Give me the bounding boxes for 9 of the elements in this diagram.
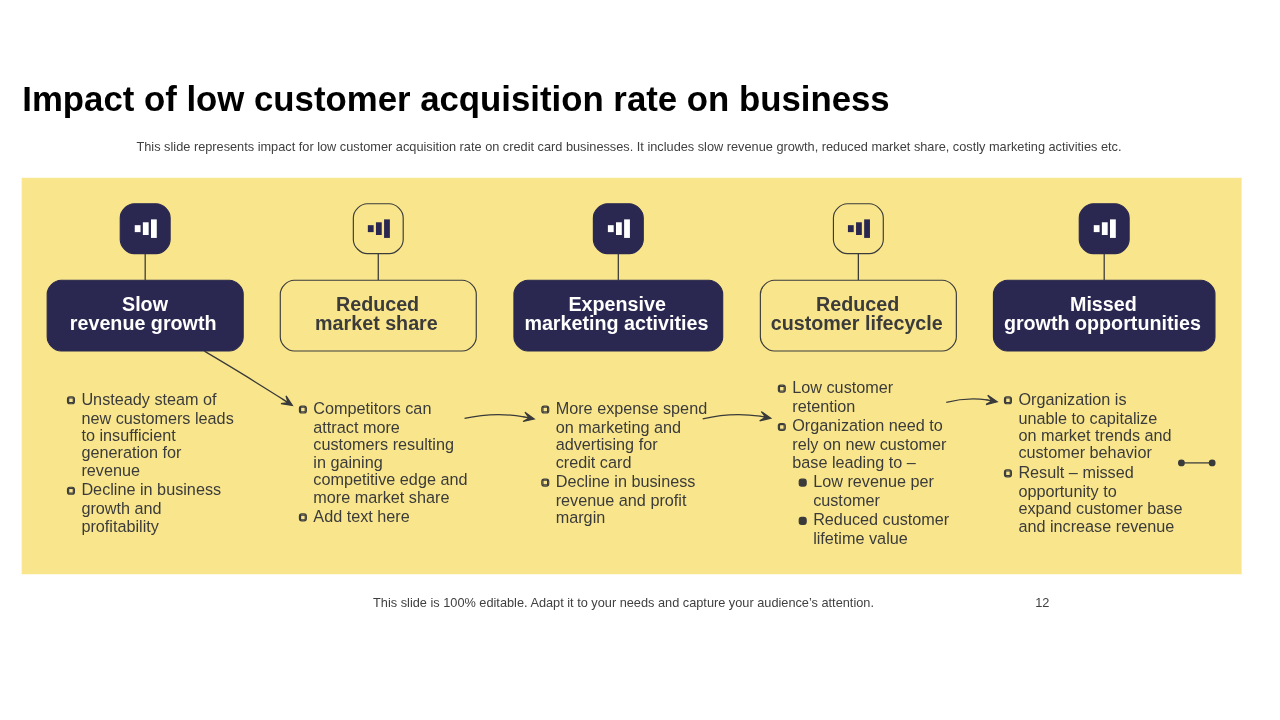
node-text: Unsteady steam of new customers leads to insufficient generation for revenue Decline in business growth and profitability	[81, 389, 234, 535]
node-text: Organization is unable to capitalize on market trends and customer behavior Result – missed opportunity to expand customer base and increase revenue	[1018, 389, 1183, 535]
label: This slide is 100% editable. Adapt it to your needs and capture your audience’s attention.	[373, 594, 874, 610]
diagram-title: Impact of low customer acquisition rate on business	[22, 79, 890, 118]
node-text: Competitors can attract more customers resulting in gaining competitive edge and more market share Add text here	[313, 398, 468, 525]
label: This slide represents impact for low customer acquisition rate on credit card businesses. It includes slow revenue growth, reduced market share, costly marketing activities etc.	[136, 138, 1122, 154]
node-text: Low customer retention Organization need to rely on new customer base leading to – Low revenue per customer Reduced customer lifetime value	[792, 377, 950, 547]
label: 12	[1035, 594, 1050, 610]
node-text: More expense spend on marketing and advertising for credit card Decline in business revenue and profit margin	[555, 398, 708, 526]
